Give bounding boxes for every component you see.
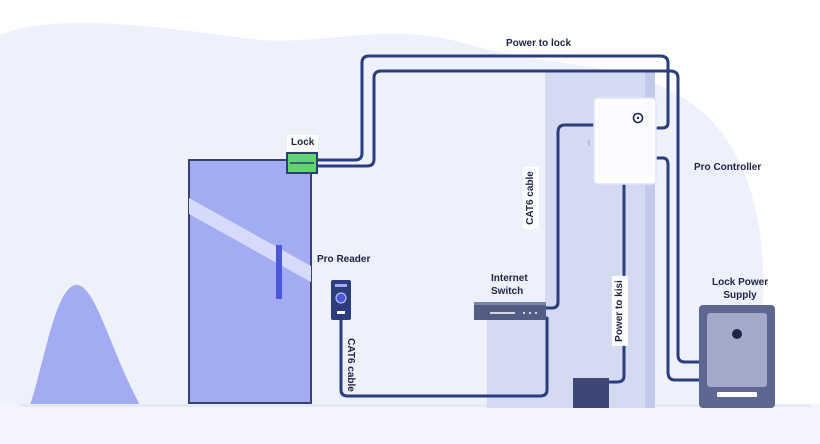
switch-stand	[487, 320, 545, 408]
label-lock-power-supply-line2: Supply	[723, 290, 757, 301]
controller-logo-icon	[632, 112, 644, 124]
cables	[316, 54, 704, 398]
cat6-cable-switch-controller	[543, 123, 597, 310]
label-pro-controller: Pro Controller	[694, 162, 762, 173]
power-to-lock-cable-outer	[316, 54, 670, 162]
power-outlet-icon[interactable]	[573, 378, 609, 408]
decorative-hill	[30, 284, 140, 405]
network-switch-top	[474, 302, 546, 305]
card-reader-screen	[335, 284, 347, 287]
network-switch-port	[523, 312, 525, 314]
label-cat6-cable-vertical: CAT6 cable	[522, 167, 539, 229]
label-internet-switch: Internet Switch	[487, 270, 532, 300]
power-supply-slot	[717, 392, 757, 397]
network-switch-port	[529, 312, 531, 314]
label-pro-reader: Pro Reader	[317, 254, 371, 265]
label-lock-power-supply-line1: Lock Power	[712, 277, 769, 288]
controller-power-cable	[653, 156, 704, 382]
wall-column-edge	[645, 70, 655, 408]
label-power-to-kisi: Power to kisi	[611, 276, 628, 346]
label-lock: Lock	[287, 135, 319, 151]
power-supply-face	[707, 313, 767, 387]
controller-logo-dot	[636, 116, 640, 120]
label-power-to-lock: Power to lock	[502, 36, 576, 52]
door-handle	[276, 245, 282, 299]
door	[188, 159, 312, 404]
label-lock-power-supply: Lock Power Supply	[708, 274, 772, 304]
power-to-kisi-cable	[604, 180, 626, 384]
floor	[0, 404, 820, 444]
card-reader-sensor	[335, 292, 347, 304]
label-internet-switch-line2: Switch	[491, 286, 524, 297]
card-reader-light	[337, 311, 345, 314]
cat6-cable-reader-switch	[339, 316, 549, 398]
power-to-lock-cable-inner	[316, 69, 704, 364]
network-switch-port	[535, 312, 537, 314]
network-switch-icon[interactable]	[474, 302, 546, 320]
label-internet-switch-line1: Internet	[491, 273, 528, 284]
pro-controller-face	[598, 102, 652, 176]
floor-line	[20, 404, 810, 407]
power-supply-indicator	[732, 329, 742, 339]
label-cat6-cable-reader: CAT6 cable	[344, 338, 356, 392]
